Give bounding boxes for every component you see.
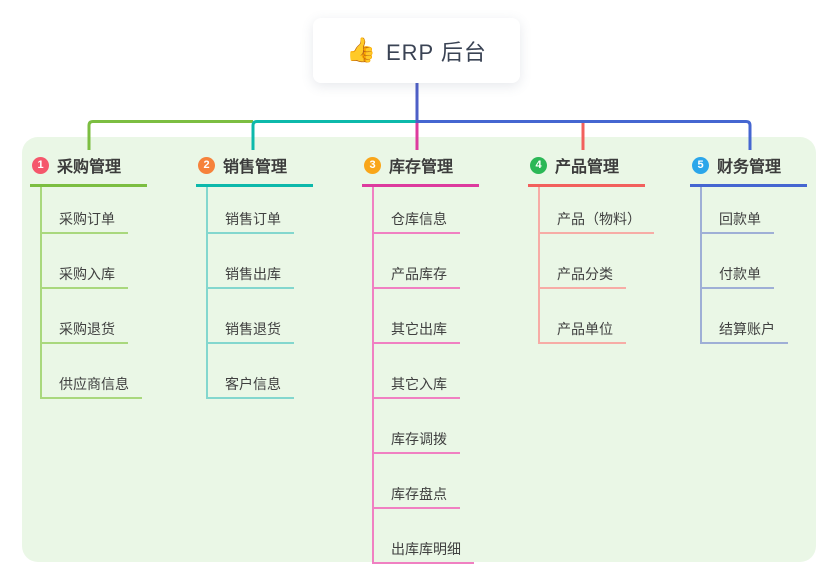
- child-node[interactable]: 采购入库: [42, 234, 128, 289]
- branch-title: 采购管理: [57, 159, 122, 176]
- branch-header[interactable]: 3 库存管理: [362, 148, 479, 187]
- child-node-label: 出库库明细: [391, 540, 461, 557]
- branch-number-badge: 5: [692, 156, 709, 174]
- child-node-label: 客户信息: [225, 375, 281, 392]
- branch-number-badge: 2: [198, 156, 215, 174]
- branch-children: 回款单付款单结算账户: [700, 187, 807, 344]
- child-node[interactable]: 销售订单: [208, 187, 294, 234]
- child-node[interactable]: 销售出库: [208, 234, 294, 289]
- child-node-label: 销售退货: [225, 320, 281, 337]
- branch-header[interactable]: 4 产品管理: [528, 148, 645, 187]
- child-node-label: 供应商信息: [59, 375, 129, 392]
- child-node[interactable]: 供应商信息: [42, 344, 142, 399]
- branch-title: 财务管理: [717, 159, 782, 176]
- branch-产品管理: 4 产品管理 产品（物料） 产品分类产品单位: [528, 148, 654, 344]
- child-node[interactable]: 库存盘点: [374, 454, 460, 509]
- root-node[interactable]: 👍 ERP 后台: [313, 18, 520, 83]
- branch-header[interactable]: 1 采购管理: [30, 148, 147, 187]
- child-node-label: 产品库存: [391, 265, 447, 282]
- child-node[interactable]: 产品分类: [540, 234, 626, 289]
- child-node-label: 采购退货: [59, 320, 115, 337]
- child-node-label: 产品（物料）: [557, 210, 641, 227]
- child-node-label: 产品单位: [557, 320, 613, 337]
- child-node-label: 销售订单: [225, 210, 281, 227]
- branches-panel: [22, 137, 816, 562]
- branch-财务管理: 5 财务管理 回款单付款单结算账户: [690, 148, 807, 344]
- child-node-label: 结算账户: [719, 320, 775, 337]
- thumbs-up-icon: 👍: [346, 36, 376, 64]
- child-node[interactable]: 产品单位: [540, 289, 626, 344]
- branch-title: 库存管理: [389, 159, 454, 176]
- branch-库存管理: 3 库存管理 仓库信息产品库存其它出库其它入库库存调拨库存盘点出库库明细: [362, 148, 479, 564]
- branch-采购管理: 1 采购管理 采购订单采购入库采购退货供应商信息: [30, 148, 147, 399]
- child-node[interactable]: 库存调拨: [374, 399, 460, 454]
- child-node[interactable]: 其它入库: [374, 344, 460, 399]
- branch-children: 仓库信息产品库存其它出库其它入库库存调拨库存盘点出库库明细: [372, 187, 479, 564]
- child-node[interactable]: 结算账户: [702, 289, 788, 344]
- child-node-label: 库存调拨: [391, 430, 447, 447]
- branch-title: 产品管理: [555, 159, 620, 176]
- child-node[interactable]: 采购订单: [42, 187, 128, 234]
- branch-number-badge: 4: [530, 156, 547, 174]
- branch-header[interactable]: 2 销售管理: [196, 148, 313, 187]
- child-node[interactable]: 回款单: [702, 187, 774, 234]
- child-node-label: 付款单: [719, 265, 761, 282]
- child-node-label: 库存盘点: [391, 485, 447, 502]
- child-node[interactable]: 采购退货: [42, 289, 128, 344]
- branch-number-badge: 3: [364, 156, 381, 174]
- branch-number-badge: 1: [32, 156, 49, 174]
- child-node-label: 仓库信息: [391, 210, 447, 227]
- child-node[interactable]: 客户信息: [208, 344, 294, 399]
- child-node[interactable]: 销售退货: [208, 289, 294, 344]
- child-node-label: 其它入库: [391, 375, 447, 392]
- child-node-label: 采购订单: [59, 210, 115, 227]
- child-node[interactable]: 付款单: [702, 234, 774, 289]
- root-node-label: ERP 后台: [385, 39, 487, 65]
- child-node[interactable]: 产品（物料）: [540, 187, 654, 234]
- child-node[interactable]: 其它出库: [374, 289, 460, 344]
- child-node[interactable]: 仓库信息: [374, 187, 460, 234]
- branch-header[interactable]: 5 财务管理: [690, 148, 807, 187]
- child-node-label: 其它出库: [391, 320, 447, 337]
- child-node-label: 产品分类: [557, 265, 613, 282]
- child-node-label: 回款单: [719, 210, 761, 227]
- branch-children: 采购订单采购入库采购退货供应商信息: [40, 187, 147, 399]
- branch-销售管理: 2 销售管理 销售订单销售出库销售退货客户信息: [196, 148, 313, 399]
- branch-children: 产品（物料） 产品分类产品单位: [538, 187, 654, 344]
- child-node[interactable]: 出库库明细: [374, 509, 474, 564]
- branch-children: 销售订单销售出库销售退货客户信息: [206, 187, 313, 399]
- child-node-label: 采购入库: [59, 265, 115, 282]
- child-node[interactable]: 产品库存: [374, 234, 460, 289]
- branch-title: 销售管理: [223, 159, 288, 176]
- child-node-label: 销售出库: [225, 265, 281, 282]
